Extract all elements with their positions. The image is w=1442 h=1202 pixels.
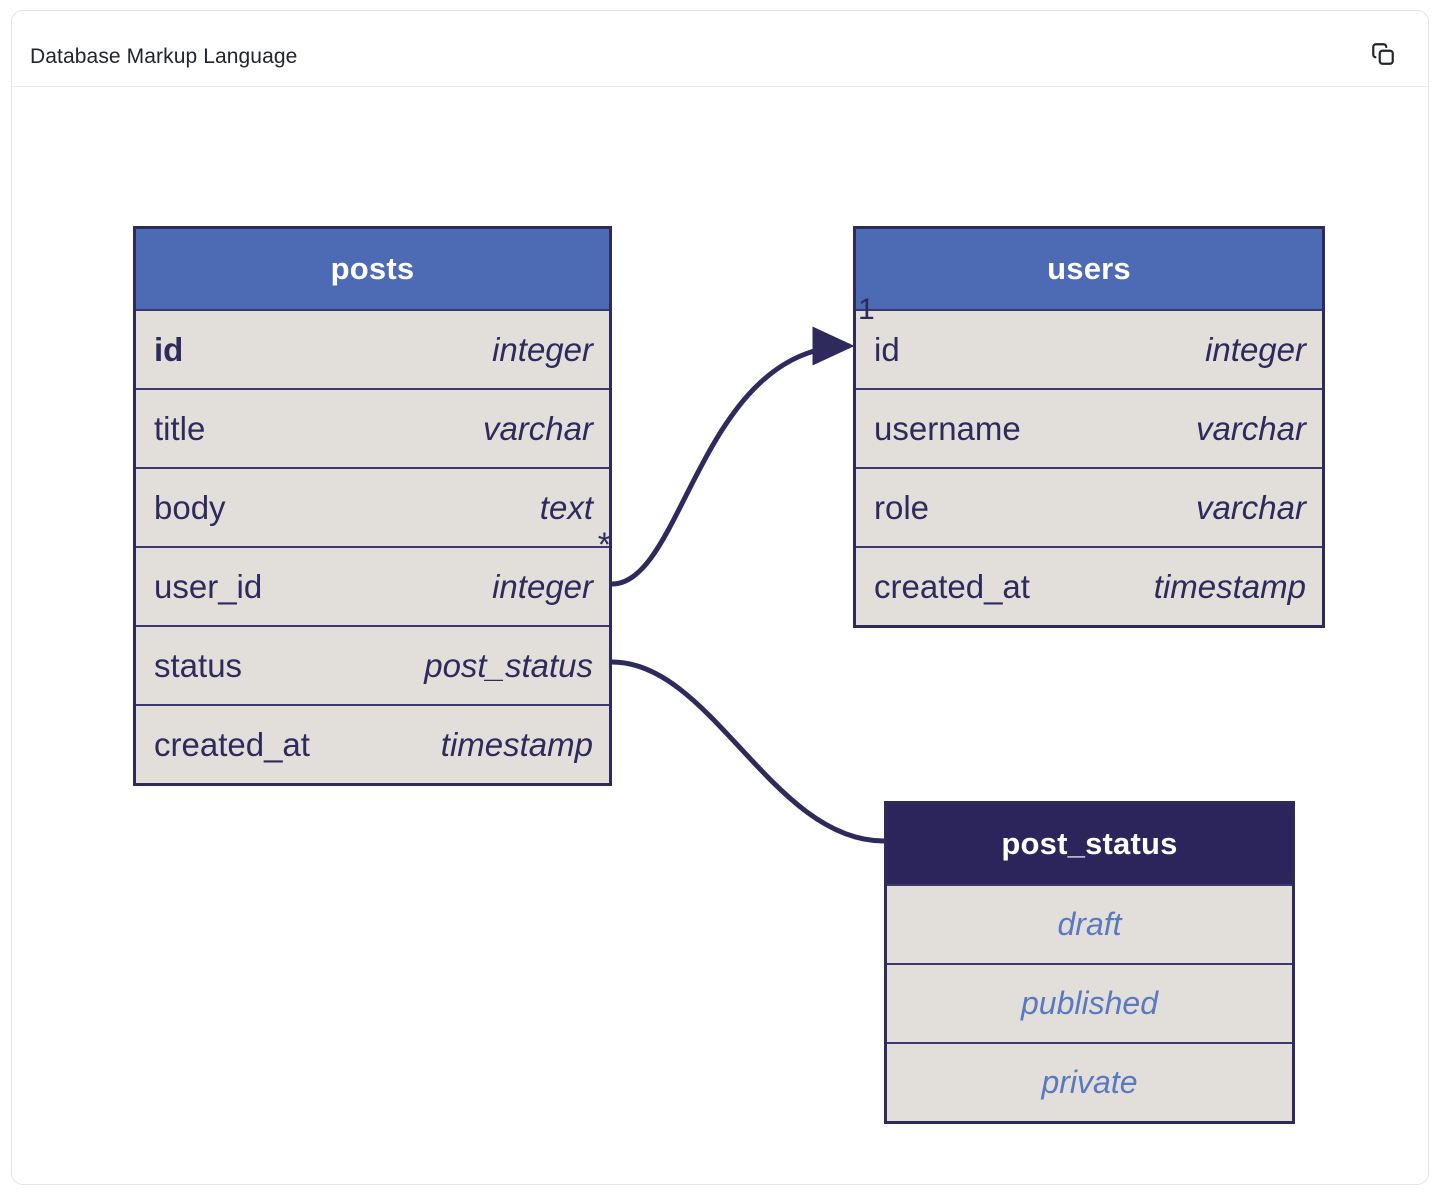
er-field-type: text — [539, 488, 593, 526]
er-field-name: title — [154, 409, 206, 447]
er-enum-name: post_status — [1001, 826, 1178, 861]
er-field-name: role — [874, 488, 930, 526]
er-table-name: posts — [330, 251, 415, 286]
er-field-name: user_id — [154, 567, 263, 605]
er-field-users-id[interactable]: 1 id integer — [856, 295, 1322, 388]
er-field-users-username[interactable]: username varchar — [856, 388, 1322, 467]
page-title: Database Markup Language — [30, 45, 298, 68]
er-field-name: status — [154, 646, 243, 684]
er-enum-header-post-status: post_status — [887, 804, 1292, 884]
er-enum-post-status[interactable]: post_status draft published private — [884, 801, 1295, 1124]
er-field-users-role[interactable]: role varchar — [856, 467, 1322, 546]
er-enum-value-label: published — [1021, 985, 1158, 1021]
er-field-type: varchar — [1195, 488, 1306, 526]
er-field-type: timestamp — [440, 725, 593, 763]
er-field-type: integer — [492, 567, 593, 605]
er-table-header-users: users — [856, 229, 1322, 309]
er-field-type: varchar — [482, 409, 593, 447]
er-field-posts-title[interactable]: title varchar — [136, 388, 609, 467]
copy-icon — [1370, 41, 1396, 70]
er-field-name: created_at — [874, 567, 1030, 605]
er-field-name: id — [154, 330, 184, 368]
er-field-name: username — [874, 409, 1021, 447]
er-field-posts-user-id[interactable]: * user_id integer — [136, 528, 611, 625]
er-field-posts-body[interactable]: body text — [136, 467, 609, 546]
er-table-users[interactable]: users 1 id integer username varchar role… — [853, 226, 1325, 628]
er-field-name: id — [874, 330, 900, 368]
er-field-type: post_status — [424, 646, 593, 684]
cardinality-marker-many: * — [597, 526, 611, 564]
edge-posts-users — [611, 326, 855, 587]
er-field-type: integer — [1205, 330, 1306, 368]
er-enum-value-draft[interactable]: draft — [887, 884, 1292, 963]
er-field-type: timestamp — [1153, 567, 1306, 605]
er-diagram-canvas[interactable]: posts id integer title varchar body text… — [12, 87, 1428, 1184]
er-field-posts-status[interactable]: status post_status — [136, 625, 609, 704]
copy-button[interactable] — [1366, 38, 1400, 72]
er-field-name: body — [154, 488, 226, 526]
er-enum-value-published[interactable]: published — [887, 963, 1292, 1042]
er-table-header-posts: posts — [136, 229, 609, 309]
cardinality-marker-one: 1 — [858, 293, 875, 326]
er-field-posts-id[interactable]: id integer — [136, 309, 609, 388]
edge-posts-post-status — [611, 659, 885, 844]
er-field-posts-created-at[interactable]: created_at timestamp — [136, 704, 609, 783]
er-enum-value-private[interactable]: private — [887, 1042, 1292, 1121]
card-header: Database Markup Language — [12, 11, 1428, 87]
er-field-name: created_at — [154, 725, 310, 763]
er-field-users-created-at[interactable]: created_at timestamp — [856, 546, 1322, 625]
dbml-card: Database Markup Language — [11, 10, 1429, 1185]
er-field-type: varchar — [1195, 409, 1306, 447]
er-table-posts[interactable]: posts id integer title varchar body text… — [133, 226, 612, 786]
er-enum-value-label: draft — [1057, 906, 1122, 942]
er-field-type: integer — [492, 330, 593, 368]
er-enum-value-label: private — [1041, 1064, 1138, 1100]
er-table-name: users — [1047, 251, 1131, 286]
